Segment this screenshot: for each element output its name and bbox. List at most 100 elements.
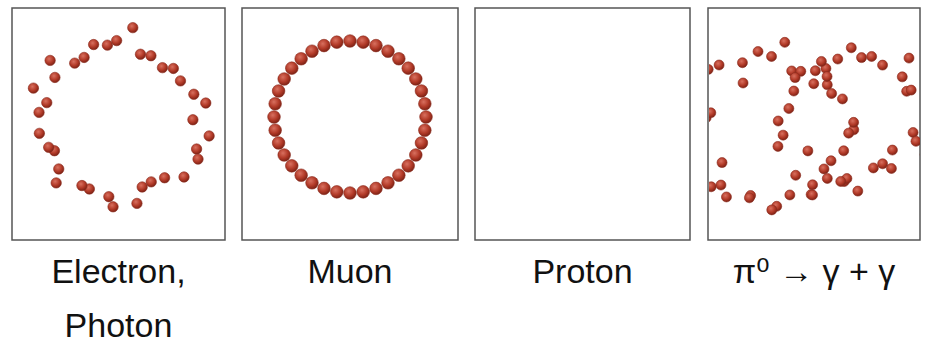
hit-dot [70, 58, 80, 68]
hit-dot [790, 73, 800, 83]
hit-dot [393, 169, 406, 182]
hit-dot [789, 86, 799, 96]
hit-dot [410, 149, 423, 162]
hit-dot [808, 180, 818, 190]
hit-dot [837, 94, 847, 104]
hit-dot [306, 45, 319, 58]
hit-dot [878, 159, 888, 169]
hit-dot [419, 98, 432, 111]
hit-dot [269, 124, 282, 137]
hit-dot [844, 128, 854, 138]
hit-dot [50, 72, 60, 82]
hit-dot [34, 107, 44, 117]
hit-dot [908, 128, 918, 138]
hit-dot [146, 51, 156, 61]
ring-panel: Muon [242, 8, 458, 299]
hit-dot [272, 137, 285, 150]
hit-dot [318, 39, 331, 52]
hit-dot [709, 108, 716, 118]
hit-dot [849, 117, 859, 127]
hit-dot [370, 182, 383, 195]
hit-dot [827, 89, 837, 99]
hit-dot [344, 187, 357, 200]
hit-dot [867, 51, 877, 61]
hit-dot [88, 39, 98, 49]
hit-dot [157, 62, 167, 72]
hit-dot [278, 149, 291, 162]
ring-panel: π⁰ → γ + γ [708, 8, 920, 299]
hit-dot [810, 66, 820, 76]
hit-dot [904, 53, 914, 63]
hit-dot [785, 190, 795, 200]
hit-dot [128, 22, 138, 32]
hit-dot [721, 192, 731, 202]
hit-dot [295, 52, 308, 65]
hit-dot [137, 182, 147, 192]
hit-dot [285, 160, 298, 173]
ring-panel: Electron, Photon [12, 8, 225, 353]
hit-dot [331, 186, 344, 199]
hit-dot [822, 72, 832, 82]
hit-dot [415, 137, 428, 150]
hit-dot [716, 180, 726, 190]
hit-dot [737, 58, 747, 68]
hit-dot [410, 73, 423, 86]
hit-dot [272, 85, 285, 98]
hit-dot [135, 49, 145, 59]
hit-dot [822, 173, 832, 183]
hit-dot [51, 178, 61, 188]
hit-dot [104, 191, 114, 201]
hit-dot [402, 62, 415, 75]
hit-dot [839, 146, 849, 156]
hit-dot [189, 89, 199, 99]
hit-dot [268, 111, 281, 124]
hit-dot [714, 60, 724, 70]
hit-dot [897, 72, 907, 82]
hit-dot [853, 186, 863, 196]
hit-dot [28, 83, 38, 93]
hit-dot [780, 37, 790, 47]
hit-dot [906, 85, 916, 95]
hit-dot [778, 130, 788, 140]
hit-dot [709, 64, 713, 74]
hit-dot [773, 141, 783, 151]
hit-dot [278, 73, 291, 86]
hit-dot [717, 158, 727, 168]
hit-dot [108, 202, 118, 212]
hit-dot [878, 60, 888, 70]
hit-dot [393, 52, 406, 65]
hit-dot [357, 36, 370, 49]
hit-dot [744, 193, 754, 203]
hit-dot [102, 40, 112, 50]
hit-dot [188, 115, 198, 125]
hit-dot [784, 104, 794, 114]
hit-dot [791, 170, 801, 180]
hit-dot [344, 35, 357, 48]
hit-dot [193, 154, 203, 164]
hit-dot [191, 144, 201, 154]
hit-dot [179, 172, 189, 182]
hit-dot [357, 186, 370, 199]
hit-dot [738, 78, 748, 88]
hit-dot [331, 36, 344, 49]
hit-dot [43, 142, 53, 152]
hit-dot [887, 145, 897, 155]
particle-label: π⁰ → γ + γ [698, 244, 926, 298]
hit-dot [382, 177, 395, 190]
hit-dot [868, 163, 878, 173]
hit-dot [809, 79, 819, 89]
hit-dot [857, 53, 867, 63]
hit-dot [201, 98, 211, 108]
hit-dot [77, 180, 87, 190]
hit-dot [420, 111, 433, 124]
hit-dot [911, 136, 920, 146]
hit-dot [826, 156, 836, 166]
panel-frame [475, 8, 690, 240]
hit-dot [204, 131, 214, 141]
hit-dot [886, 163, 896, 173]
hit-dot [295, 169, 308, 182]
hit-dot [767, 51, 777, 61]
hit-dot [132, 198, 142, 208]
hit-dot [419, 124, 432, 137]
